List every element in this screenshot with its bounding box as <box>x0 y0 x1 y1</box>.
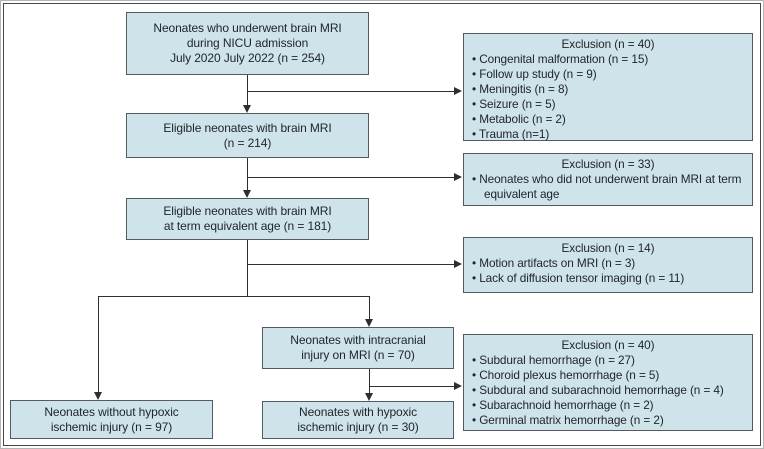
figure-frame <box>3 3 761 446</box>
exclusion-item: Congenital malformation (n = 15) <box>472 52 744 67</box>
node-text-line: ischemic injury (n = 30) <box>297 420 419 434</box>
node-text-line: during NICU admission <box>186 36 309 50</box>
exclusion-box-4: Exclusion (n = 40) Subdural hemorrhage (… <box>463 334 753 431</box>
exclusion-item: Motion artifacts on MRI (n = 3) <box>472 256 744 271</box>
connector-branch-exclusion-1 <box>247 91 454 92</box>
connector-branch-exclusion-2 <box>247 177 454 178</box>
exclusion-item: Subarachnoid hemorrhage (n = 2) <box>472 398 744 413</box>
arrowhead-into-intracranial <box>365 319 373 327</box>
node-text-line: ischemic injury (n = 97) <box>50 419 173 434</box>
flow-node-without-hypoxic: Neonates without hypoxic ischemic injury… <box>10 400 213 439</box>
node-text-line: Neonates without hypoxic <box>44 404 179 419</box>
arrowhead-into-with-hypoxic <box>365 393 373 401</box>
node-text-line: Neonates with intracranial <box>290 333 426 347</box>
exclusion-item: Choroid plexus hemorrhage (n = 5) <box>472 368 744 383</box>
arrowhead-into-exclusion-1 <box>454 87 462 95</box>
exclusion-item: Meningitis (n = 8) <box>472 82 744 97</box>
arrowhead-into-term <box>243 190 251 198</box>
node-text-line: July 2020 July 2022 (n = 254) <box>170 51 325 65</box>
exclusion-item: Seizure (n = 5) <box>472 97 744 112</box>
node-text-line: (n = 214) <box>223 135 272 150</box>
exclusion-title: Exclusion (n = 40) <box>561 338 655 352</box>
exclusion-item: Subdural and subarachnoid hemorrhage (n … <box>472 383 744 398</box>
arrowhead-into-eligible <box>243 105 251 113</box>
node-text-line: Neonates with hypoxic <box>299 405 417 419</box>
node-text-line: Neonates who underwent brain MRI <box>153 21 342 35</box>
connector-enrolled-to-eligible <box>247 75 248 106</box>
connector-branch-exclusion-4 <box>369 386 454 387</box>
connector-intracranial-to-hypoxic <box>369 369 370 394</box>
node-text-line: injury on MRI (n = 70) <box>301 348 415 362</box>
arrowhead-into-without-hypoxic <box>94 392 102 400</box>
exclusion-item: Trauma (n=1) <box>472 127 744 142</box>
flow-node-intracranial-injury: Neonates with intracranial injury on MRI… <box>262 327 454 369</box>
exclusion-box-2: Exclusion (n = 33) Neonates who did not … <box>463 153 753 206</box>
arrowhead-into-exclusion-4 <box>454 382 462 390</box>
connector-branch-exclusion-3 <box>247 264 454 265</box>
connector-eligible-to-term <box>247 158 248 191</box>
connector-split-bar <box>98 296 370 297</box>
exclusion-item: Metabolic (n = 2) <box>472 112 744 127</box>
exclusion-item: Germinal matrix hemorrhage (n = 2) <box>472 413 744 428</box>
flow-node-with-hypoxic: Neonates with hypoxic ischemic injury (n… <box>262 401 454 439</box>
flow-node-eligible-term: Eligible neonates with brain MRI at term… <box>126 198 369 240</box>
node-text-line: at term equivalent age (n = 181) <box>163 219 332 233</box>
node-text-line: Eligible neonates with brain MRI <box>163 204 332 218</box>
arrowhead-into-exclusion-2 <box>454 173 462 181</box>
exclusion-item: Lack of diffusion tensor imaging (n = 11… <box>472 271 744 286</box>
exclusion-title: Exclusion (n = 14) <box>561 241 655 255</box>
exclusion-box-3: Exclusion (n = 14) Motion artifacts on M… <box>463 237 753 293</box>
exclusion-title: Exclusion (n = 40) <box>561 37 655 51</box>
exclusion-item: Neonates who did not underwent brain MRI… <box>472 172 744 202</box>
connector-split-to-without-hypoxic <box>98 296 99 393</box>
exclusion-box-1: Exclusion (n = 40) Congenital malformati… <box>463 33 753 141</box>
node-text-line: Eligible neonates with brain MRI <box>163 120 332 135</box>
connector-split-to-intracranial <box>369 296 370 320</box>
flow-node-enrolled: Neonates who underwent brain MRI during … <box>126 12 369 75</box>
connector-term-down <box>247 240 248 297</box>
flow-node-eligible-mri: Eligible neonates with brain MRI (n = 21… <box>126 113 369 158</box>
exclusion-item: Subdural hemorrhage (n = 27) <box>472 353 744 368</box>
exclusion-title: Exclusion (n = 33) <box>561 157 655 171</box>
exclusion-item: Follow up study (n = 9) <box>472 67 744 82</box>
arrowhead-into-exclusion-3 <box>454 260 462 268</box>
